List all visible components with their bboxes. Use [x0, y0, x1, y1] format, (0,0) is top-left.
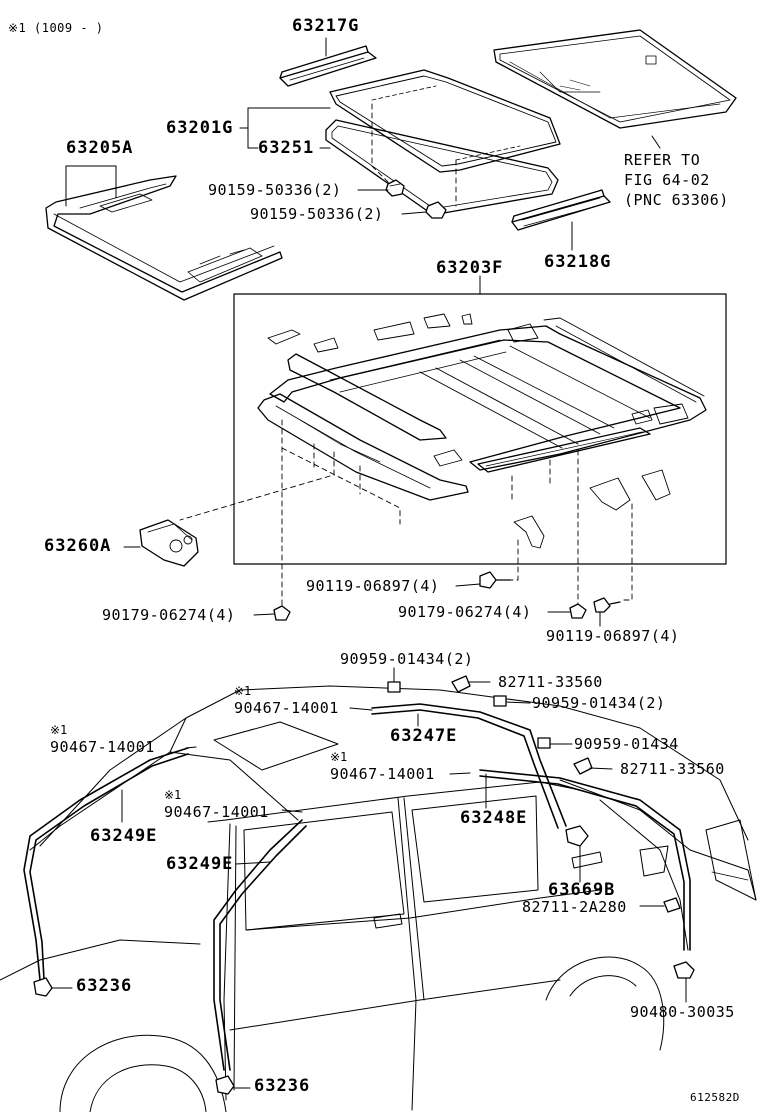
- drain-hose-63249E-rear-drawing: [213, 819, 307, 1071]
- weatherstrip-63251-drawing: [325, 119, 559, 215]
- motor-63260A-drawing: [123, 519, 199, 567]
- part-90159-lower-label[interactable]: 90159-50336(2): [250, 205, 384, 223]
- reference-line-1: REFER TO: [624, 151, 701, 169]
- reference-pnc: (PNC 63306): [624, 191, 729, 209]
- clip-90159-upper-drawing: [385, 179, 405, 197]
- part-90467-c-label[interactable]: 90467-14001: [330, 765, 435, 783]
- sunshade-reference-drawing: [493, 29, 737, 129]
- part-90467-a-label[interactable]: 90467-14001: [234, 699, 339, 717]
- valve-63669B-drawing: [565, 825, 589, 883]
- part-63247E-label[interactable]: 63247E: [390, 726, 458, 746]
- grommet-90480-drawing: [673, 961, 695, 1003]
- part-90480-label[interactable]: 90480-30035: [630, 1003, 735, 1021]
- serial-range-note: ※1 (1009 - ): [8, 21, 104, 35]
- car-body-drawing: [0, 685, 757, 1112]
- marker-2: ※1: [50, 723, 68, 737]
- nut-90179-right-drawing: [547, 603, 587, 619]
- dashed-leaders-glass: [371, 103, 457, 207]
- bolt-90119-left-drawing: [455, 571, 511, 589]
- clip-82711-right-drawing: [573, 757, 593, 775]
- part-90959-mid-label[interactable]: 90959-01434(2): [532, 694, 666, 712]
- marker-3: ※1: [330, 750, 348, 764]
- part-63218G-label[interactable]: 63218G: [544, 252, 612, 272]
- rail-63217G-drawing: [279, 45, 377, 87]
- glass-panel-63201G-drawing: [329, 69, 561, 173]
- part-90959-top-label[interactable]: 90959-01434(2): [340, 650, 474, 668]
- nut-90179-left-drawing: [253, 605, 291, 621]
- marker-4: ※1: [164, 788, 182, 802]
- part-63249E-rear-label[interactable]: 63249E: [166, 854, 234, 874]
- part-63669B-label[interactable]: 63669B: [548, 880, 616, 900]
- hose-end-63236-rear-drawing: [215, 1075, 235, 1095]
- part-90467-b-label[interactable]: 90467-14001: [50, 738, 155, 756]
- hose-end-63236-front-drawing: [33, 977, 53, 997]
- part-90179-right-label[interactable]: 90179-06274(4): [398, 603, 532, 621]
- part-63217G-label[interactable]: 63217G: [292, 16, 360, 36]
- clip-90959-top-drawing: [387, 681, 401, 693]
- drain-hose-63249E-front-drawing: [23, 747, 189, 981]
- leaders-body: [51, 667, 665, 1089]
- part-63236-rear-label[interactable]: 63236: [254, 1076, 311, 1096]
- bolt-90119-right-drawing: [593, 597, 621, 627]
- reference-fig-link[interactable]: FIG 64-02: [624, 171, 710, 189]
- part-90119-left-label[interactable]: 90119-06897(4): [306, 577, 440, 595]
- part-63260A-label[interactable]: 63260A: [44, 536, 112, 556]
- part-82711-top-label[interactable]: 82711-33560: [498, 673, 603, 691]
- part-63249E-front-label[interactable]: 63249E: [90, 826, 158, 846]
- part-63251-label[interactable]: 63251: [258, 138, 315, 158]
- frame-63203F-group-drawing: [233, 275, 727, 565]
- part-63248E-label[interactable]: 63248E: [460, 808, 528, 828]
- clip-82711-top-drawing: [451, 675, 471, 693]
- part-90959-right-label[interactable]: 90959-01434: [574, 735, 679, 753]
- leaders-top: [239, 37, 661, 251]
- rail-63218G-drawing: [511, 189, 611, 231]
- drip-rail-63205A-drawing: [45, 175, 283, 301]
- clip-90959-right-drawing: [537, 737, 551, 749]
- clip-90959-mid-drawing: [493, 695, 507, 707]
- diagram-id: 612582D: [690, 1091, 740, 1104]
- clip-82711-2A280-drawing: [663, 897, 681, 913]
- leader-63205A: [65, 165, 117, 207]
- part-90179-left-label[interactable]: 90179-06274(4): [102, 606, 236, 624]
- part-63205A-label[interactable]: 63205A: [66, 138, 134, 158]
- part-63203F-label[interactable]: 63203F: [436, 258, 504, 278]
- clip-90159-lower-drawing: [425, 201, 447, 219]
- part-90159-upper-label[interactable]: 90159-50336(2): [208, 181, 342, 199]
- drain-hose-63247E-drawing: [371, 703, 567, 829]
- part-63236-front-label[interactable]: 63236: [76, 976, 133, 996]
- frame-dashed-leaders: [179, 419, 633, 607]
- part-90467-d-label[interactable]: 90467-14001: [164, 803, 269, 821]
- part-82711-right-label[interactable]: 82711-33560: [620, 760, 725, 778]
- part-63201G-label[interactable]: 63201G: [166, 118, 234, 138]
- part-90119-right-label[interactable]: 90119-06897(4): [546, 627, 680, 645]
- part-82711-2A280-label[interactable]: 82711-2A280: [522, 898, 627, 916]
- marker-1: ※1: [234, 684, 252, 698]
- drain-hose-63248E-drawing: [479, 769, 691, 951]
